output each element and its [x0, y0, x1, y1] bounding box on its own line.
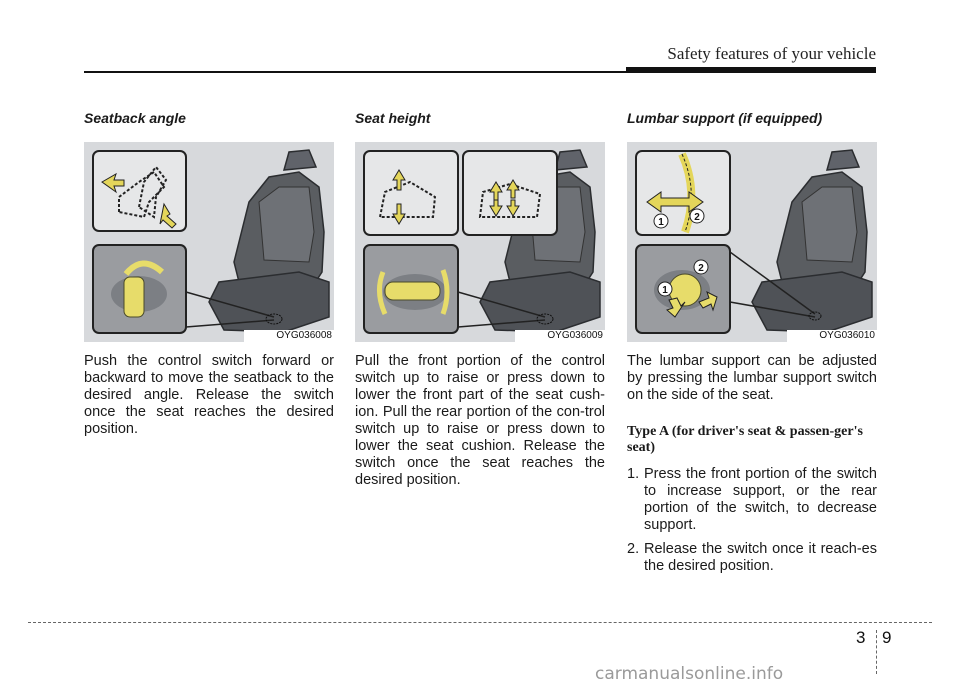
watermark: carmanualsonline.info: [595, 664, 784, 684]
step-number: 2.: [627, 541, 640, 557]
seatback-figure: OYG036008: [84, 142, 334, 342]
step-text: Press the front portion of the switch to…: [644, 466, 877, 533]
section-seatback-angle: Seatback angle: [84, 110, 334, 438]
steps-list: 1. Press the front portion of the switch…: [627, 466, 877, 575]
section-lumbar-support: Lumbar support (if equipped) 1 2: [627, 110, 877, 582]
header-rule: [84, 71, 629, 73]
step-number: 1.: [627, 466, 640, 482]
footer-rule: [28, 622, 932, 623]
step-text: Release the switch once it reach-es the …: [644, 541, 877, 574]
seatback-switch-closeup: [92, 244, 187, 334]
section-seat-height: Seat height: [355, 110, 605, 489]
seatback-switch-inset: [92, 150, 187, 232]
header-title: Safety features of your vehicle: [667, 44, 876, 63]
seat-illustration: [208, 149, 330, 333]
callout-2: 2: [698, 263, 704, 274]
seat-illustration: [751, 149, 873, 333]
figure-code: OYG036008: [276, 330, 332, 341]
list-item: 2. Release the switch once it reach-es t…: [627, 541, 877, 575]
section-title: Seat height: [355, 110, 431, 126]
section-body: The lumbar support can be adjusted by pr…: [627, 353, 877, 403]
list-item: 1. Press the front portion of the switch…: [627, 466, 877, 534]
section-body: Pull the front portion of the control sw…: [355, 353, 605, 488]
callout-1: 1: [662, 285, 668, 296]
lumbar-switch-closeup: 2 1: [635, 244, 731, 334]
front-height-inset: [363, 150, 459, 236]
figure-code: OYG036010: [819, 330, 875, 341]
seat-height-switch-closeup: [363, 244, 459, 334]
section-title: Seatback angle: [84, 110, 186, 126]
type-a-heading: Type A (for driver's seat & passen-ger's…: [627, 424, 863, 455]
seat-height-figure: OYG036009: [355, 142, 605, 342]
chapter-number: 3: [856, 628, 866, 647]
figure-code: OYG036009: [547, 330, 603, 341]
section-body: Push the control switch forward or backw…: [84, 353, 334, 437]
header-rule-accent: [626, 67, 876, 73]
callout-1: 1: [658, 217, 664, 228]
section-title: Lumbar support (if equipped): [627, 110, 823, 126]
page-number: 9: [882, 628, 892, 647]
lumbar-figure: 1 2 2 1 OYG036010: [627, 142, 877, 342]
lumbar-inset: 1 2: [635, 150, 731, 236]
page-number-divider: [876, 630, 877, 674]
callout-2: 2: [694, 212, 700, 223]
rear-height-inset: [462, 150, 558, 236]
